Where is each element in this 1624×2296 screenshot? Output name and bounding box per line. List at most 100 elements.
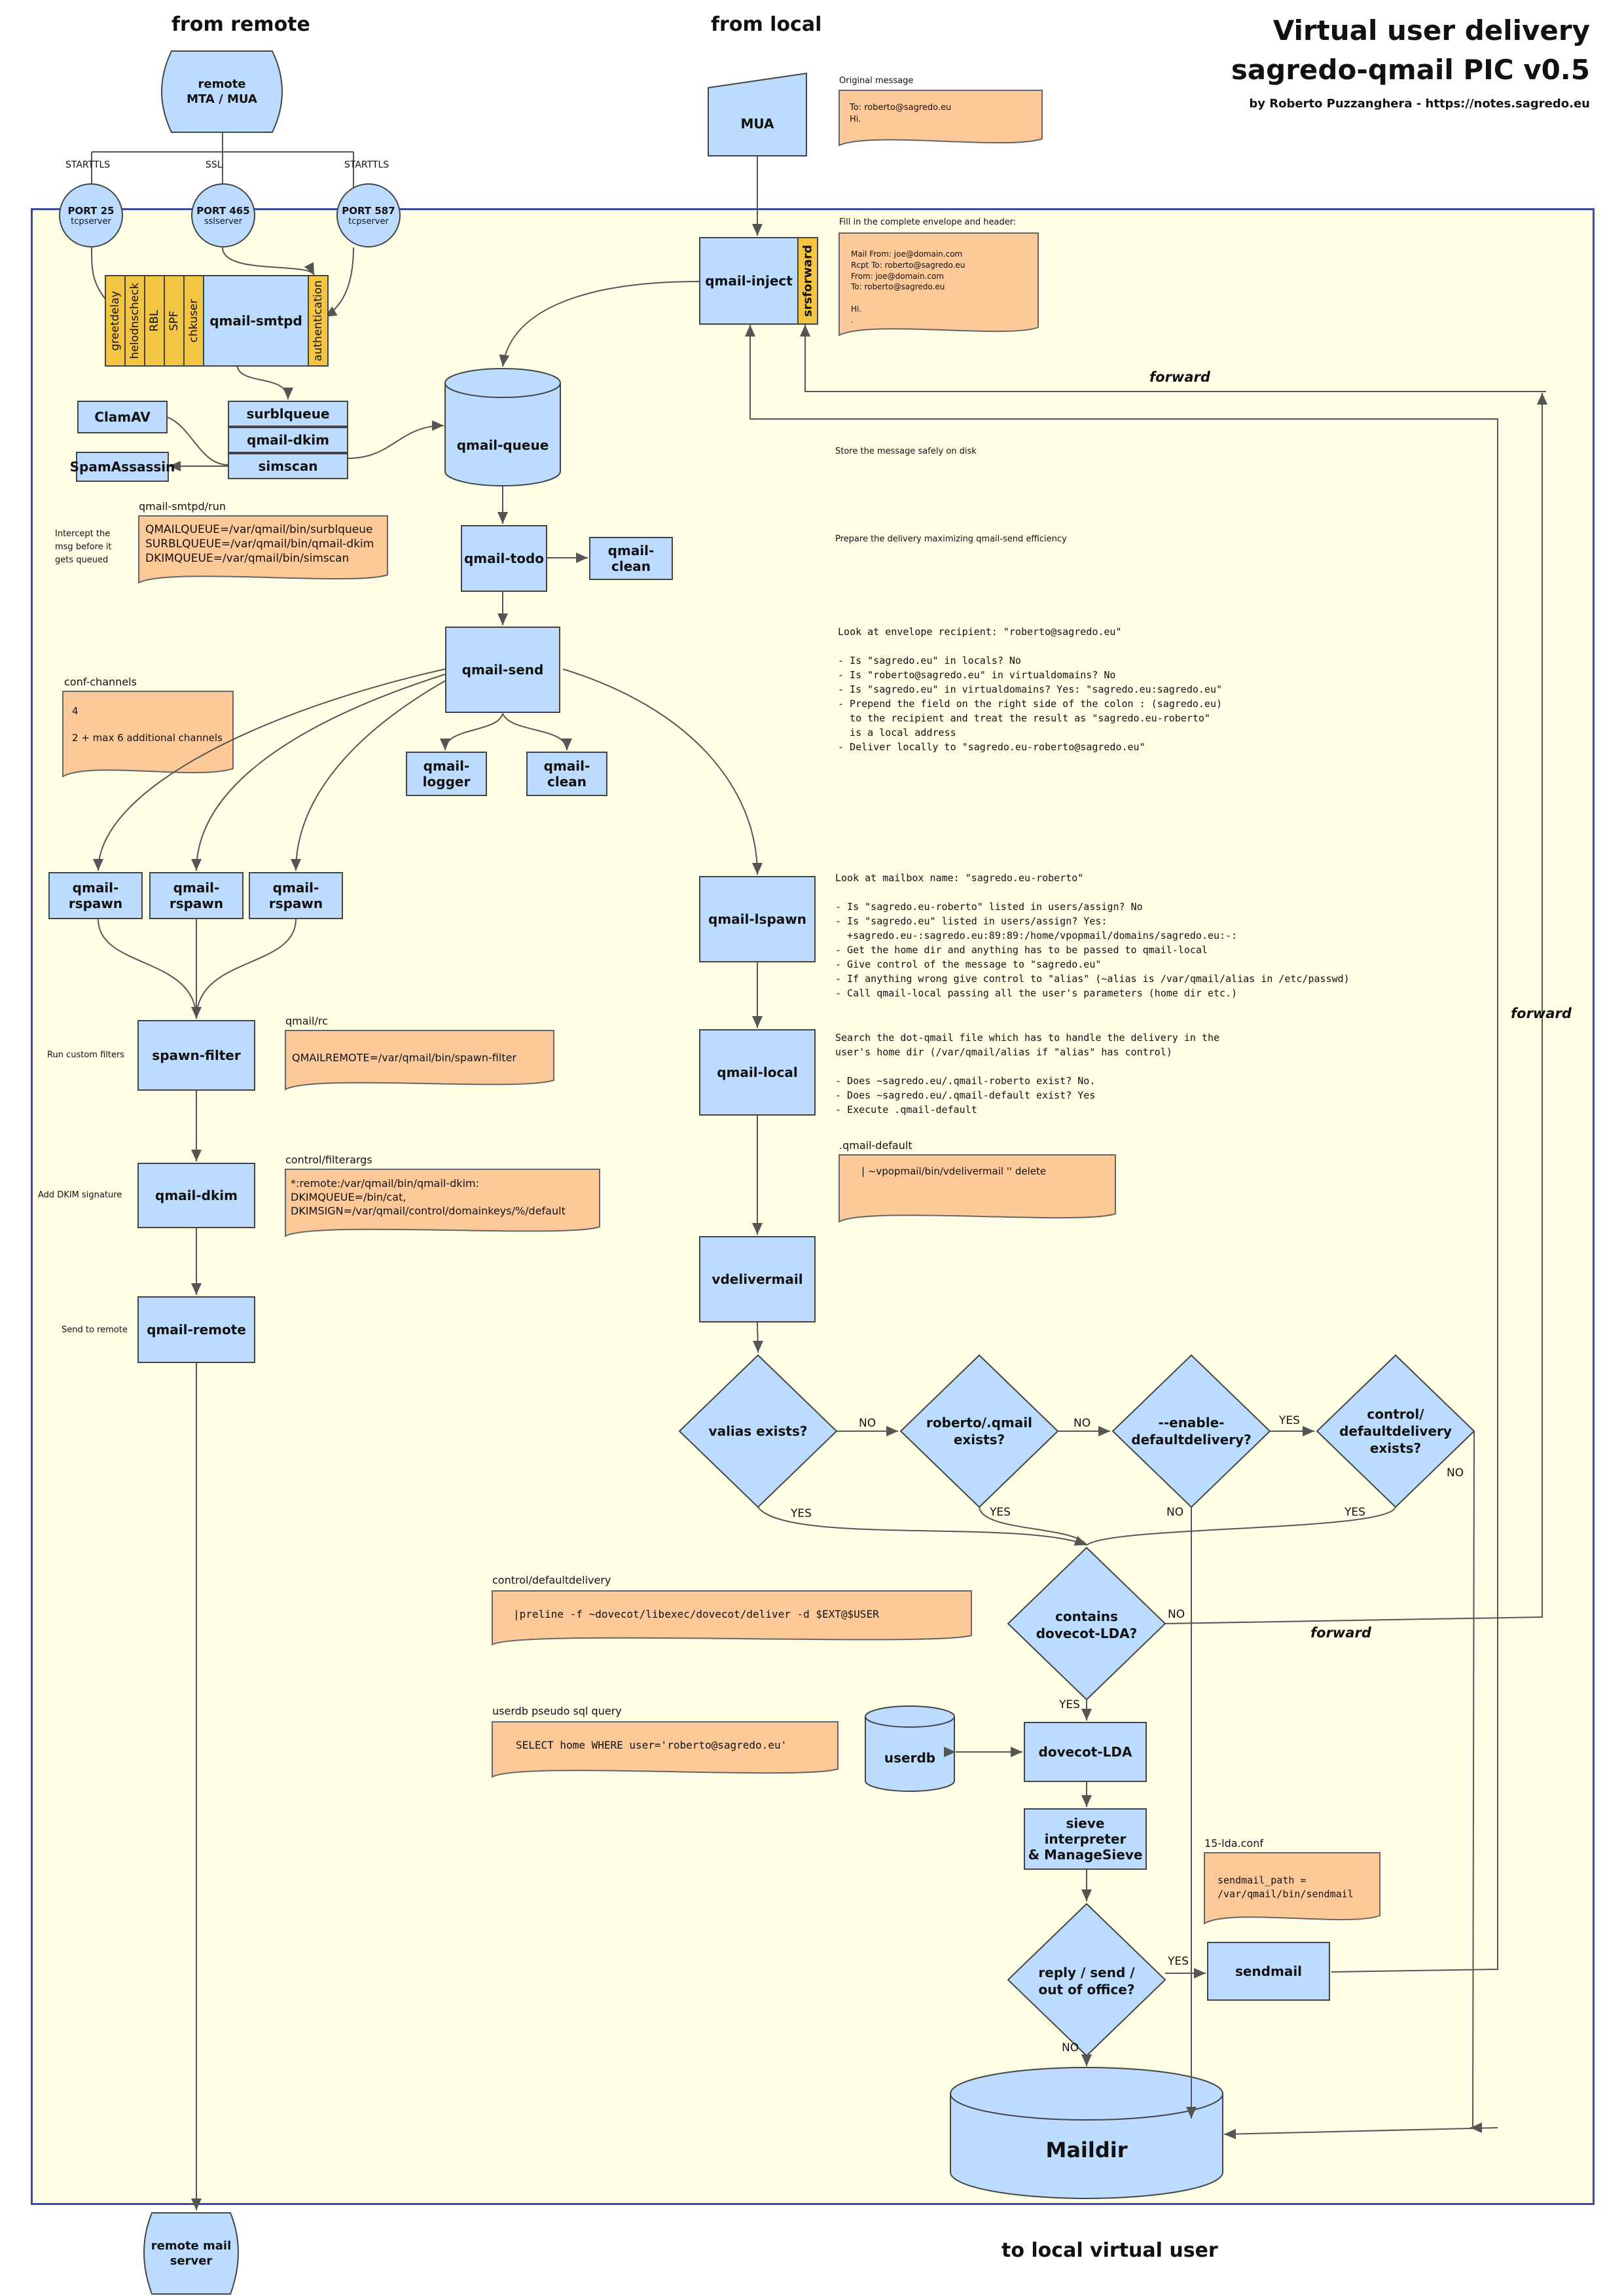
edge-control-no bbox=[1470, 1430, 1482, 2133]
check-greetdelay-label: greetdelay bbox=[109, 291, 122, 351]
edge-port587-auth bbox=[324, 247, 354, 318]
userdb-label: userdb bbox=[884, 1750, 936, 1766]
qmail-rspawn-1-node: qmail-rspawn bbox=[48, 872, 143, 919]
edge-send-logger bbox=[440, 701, 511, 751]
heading-from-remote: from remote bbox=[171, 13, 310, 36]
note-filterargs: *:remote:/var/qmail/bin/qmail-dkim: DKIM… bbox=[291, 1177, 566, 1217]
note-shape-filterargs bbox=[285, 1169, 600, 1237]
forward-label-3: forward bbox=[1310, 1625, 1371, 1641]
note-shape-original bbox=[839, 90, 1043, 147]
qmail-rspawn-3-node: qmail-rspawn bbox=[249, 872, 343, 919]
caption-ctrl-default: control/defaultdelivery bbox=[492, 1574, 611, 1586]
check-rbl: RBL bbox=[144, 275, 165, 367]
decision-contains-lda-label: contains dovecot-LDA? bbox=[1036, 1609, 1138, 1641]
qmail-dkim-node: qmail-dkim bbox=[137, 1163, 255, 1228]
qmail-clean-2-node: qmail- clean bbox=[526, 752, 607, 796]
explanation-local: Search the dot-qmail file which has to h… bbox=[835, 1032, 1219, 1116]
note-ctrl-default: |preline -f ~dovecot/libexec/dovecot/del… bbox=[513, 1608, 879, 1620]
caption-filterargs: control/filterargs bbox=[285, 1154, 372, 1166]
explanation-lspawn: Look at mailbox name: "sagredo.eu-robert… bbox=[835, 872, 1350, 999]
edge-lda-no-forward bbox=[1164, 393, 1547, 1624]
caption-qmail-default: .qmail-default bbox=[839, 1139, 912, 1152]
qmail-clean-1-node: qmail- clean bbox=[589, 537, 673, 580]
port-proto-465: SSL bbox=[206, 160, 223, 170]
decision-valias-label: valias exists? bbox=[708, 1423, 808, 1439]
edge-label-no2: NO bbox=[1074, 1417, 1091, 1430]
note-shape-qmail-rc bbox=[285, 1030, 554, 1091]
edge-simscan-queue bbox=[348, 420, 444, 459]
caption-qmail-rc: qmail/rc bbox=[285, 1015, 328, 1027]
edge-label-no-lda: NO bbox=[1168, 1608, 1185, 1621]
port-25-label: PORT 25 bbox=[67, 204, 115, 217]
title-line2: sagredo-qmail PIC v0.5 bbox=[1231, 54, 1590, 86]
port-465-label: PORT 465 bbox=[196, 204, 250, 217]
note-shape-channels bbox=[62, 691, 234, 778]
note-shape-envelope bbox=[839, 232, 1039, 337]
check-chkuser-label: chkuser bbox=[187, 299, 200, 343]
decision-reply-label: reply / send / out of office? bbox=[1038, 1965, 1135, 1997]
heading-from-local: from local bbox=[711, 13, 822, 36]
decision-roberto-qmail-label: roberto/.qmail exists? bbox=[926, 1415, 1032, 1448]
caption-original-message: Original message bbox=[839, 76, 914, 86]
mua-shape bbox=[708, 72, 807, 156]
queue-cylinder-shape bbox=[444, 368, 561, 486]
edge-forward-top bbox=[800, 325, 1546, 392]
remote-mta-label: remote MTA / MUA bbox=[187, 77, 257, 106]
spamassassin-node: SpamAssassin bbox=[70, 452, 175, 482]
srsforward-label: srsforward bbox=[801, 245, 815, 317]
check-authentication: authentication bbox=[308, 275, 329, 367]
qmail-local-node: qmail-local bbox=[699, 1029, 816, 1116]
edge-roberto-yes bbox=[979, 1506, 1087, 1546]
note-userdb-query: SELECT home WHERE user='roberto@sagredo.… bbox=[516, 1739, 787, 1751]
edge-label-yes-control: YES bbox=[1344, 1506, 1365, 1519]
note-conf-channels: 4 2 + max 6 additional channels bbox=[72, 705, 223, 744]
qmail-logger-node: qmail- logger bbox=[406, 752, 487, 796]
caption-userdb: userdb pseudo sql query bbox=[492, 1705, 622, 1717]
edge-rspawn3-filter bbox=[196, 919, 297, 1019]
qmail-inject-node: qmail-inject bbox=[699, 237, 799, 325]
qmail-dkim-filter-node: qmail-dkim bbox=[228, 427, 348, 453]
caption-prepare-delivery: Prepare the delivery maximizing qmail-se… bbox=[835, 534, 1067, 544]
edge-label-no-enable: NO bbox=[1166, 1506, 1184, 1519]
edge-label-yes-reply: YES bbox=[1168, 1955, 1189, 1968]
remote-mta-shape bbox=[161, 50, 283, 133]
check-helodnscheck: helodnscheck bbox=[124, 275, 145, 367]
edge-label-no-reply: NO bbox=[1062, 2041, 1079, 2054]
edge-sendmail-out bbox=[745, 325, 1498, 1973]
mua-label: MUA bbox=[740, 116, 774, 132]
edge-label-yes3: YES bbox=[1279, 1414, 1300, 1427]
check-greetdelay: greetdelay bbox=[105, 275, 126, 367]
explanation-send: Look at envelope recipient: "roberto@sag… bbox=[838, 626, 1222, 753]
port-proto-587: STARTTLS bbox=[344, 160, 389, 170]
note-lda-conf: sendmail_path = /var/qmail/bin/sendmail bbox=[1218, 1874, 1354, 1900]
userdb-cylinder-shape bbox=[865, 1705, 955, 1792]
note-qmail-default: | ~vpopmail/bin/vdelivermail '' delete bbox=[861, 1165, 1047, 1177]
qmail-todo-node: qmail-todo bbox=[461, 525, 547, 592]
qmail-queue-label: qmail-queue bbox=[456, 437, 549, 453]
note-shape-smtpd-run bbox=[138, 515, 388, 584]
clamav-node: ClamAV bbox=[77, 401, 168, 433]
caption-run-filters: Run custom filters bbox=[47, 1050, 125, 1060]
check-authentication-label: authentication bbox=[312, 280, 325, 361]
qmail-remote-node: qmail-remote bbox=[137, 1296, 255, 1363]
edge-valias-yes bbox=[757, 1506, 1087, 1546]
simscan-node: simscan bbox=[228, 453, 348, 479]
qmail-lspawn-node: qmail-lspawn bbox=[699, 876, 816, 962]
edge-control-yes bbox=[1086, 1506, 1396, 1546]
dovecot-lda-node: dovecot-LDA bbox=[1024, 1722, 1147, 1782]
check-spf: SPF bbox=[164, 275, 185, 367]
edge-port465-auth bbox=[222, 247, 315, 276]
caption-smtpd-run: qmail-smtpd/run bbox=[139, 500, 226, 513]
decision-control-default-label: control/ defaultdelivery exists? bbox=[1339, 1406, 1452, 1456]
maildir-label: Maildir bbox=[1045, 2138, 1128, 2163]
heading-to-local: to local virtual user bbox=[1001, 2239, 1218, 2262]
edge-send-clean bbox=[502, 713, 572, 751]
qmail-smtpd-node: qmail-smtpd bbox=[203, 275, 309, 367]
port-587-sub: tcpserver bbox=[348, 216, 389, 227]
edge-label-yes-roberto: YES bbox=[990, 1506, 1011, 1519]
title-line1: Virtual user delivery bbox=[1272, 14, 1590, 46]
edge-send-rspawn2 bbox=[191, 674, 446, 871]
port-proto-25: STARTTLS bbox=[65, 160, 111, 170]
